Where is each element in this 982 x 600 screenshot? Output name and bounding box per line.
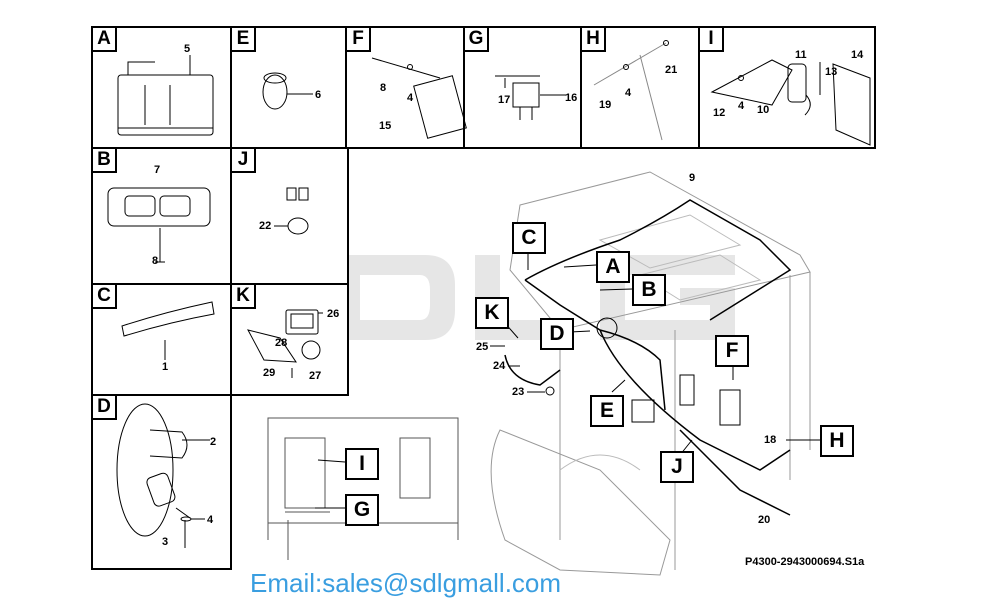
part-number: 8	[380, 82, 387, 94]
part-number-harness: 9	[689, 172, 696, 184]
panel-letter: H	[582, 28, 606, 52]
panel-letter: J	[232, 149, 256, 173]
part-number: 20	[758, 514, 771, 526]
callout-c: C	[512, 222, 546, 254]
part-number: 25	[476, 341, 489, 353]
callout-e: E	[590, 395, 624, 427]
email-watermark: Email:sales@sdlgmall.com	[250, 568, 562, 598]
callout-f: F	[715, 335, 749, 367]
callout-a: A	[596, 251, 630, 283]
part-number: 1	[162, 361, 169, 373]
panel-c: C 1	[91, 283, 232, 396]
panel-letter: I	[700, 28, 724, 52]
callout-i: I	[345, 448, 379, 480]
panel-k: K 26 28 29 27	[230, 283, 349, 396]
panel-h: H 19 4 21	[580, 26, 700, 149]
panel-i: I 11 14 13 12 4 10	[698, 26, 876, 149]
callout-j: J	[660, 451, 694, 483]
panel-letter: K	[232, 285, 256, 309]
callout-g: G	[345, 494, 379, 526]
part-number: 19	[599, 99, 612, 111]
panel-letter: A	[93, 28, 117, 52]
panel-e: E 6	[230, 26, 347, 149]
callout-k: K	[475, 297, 509, 329]
part-number: 15	[379, 120, 392, 132]
part-number: 17	[498, 94, 511, 106]
panel-letter: C	[93, 285, 117, 309]
panel-a: A 5	[91, 26, 232, 149]
part-number: 6	[315, 89, 322, 101]
part-number: 3	[162, 536, 169, 548]
part-number: 18	[764, 434, 777, 446]
panel-letter: D	[93, 396, 117, 420]
part-number: 23	[512, 386, 525, 398]
panel-b: B 7 8	[91, 147, 232, 285]
drawing-reference-caption: P4300-2943000694.S1a	[745, 556, 865, 568]
panel-letter: F	[347, 28, 371, 52]
part-number: 16	[565, 92, 578, 104]
callout-d: D	[540, 318, 574, 350]
part-number: 4	[625, 87, 632, 99]
part-number: 11	[795, 49, 807, 61]
panel-letter: B	[93, 149, 117, 173]
callout-b: B	[632, 274, 666, 306]
part-number: 22	[259, 220, 272, 232]
part-number: 14	[851, 49, 864, 61]
part-number: 4	[738, 100, 745, 112]
part-number: 2	[210, 436, 217, 448]
panel-d: D 2 4 3	[91, 394, 232, 570]
panel-f: F 8 4 15	[345, 26, 465, 149]
part-number: 10	[757, 104, 770, 116]
part-number: 26	[327, 308, 340, 320]
part-number: 13	[825, 66, 838, 78]
panel-letter: E	[232, 28, 256, 52]
part-number: 4	[407, 92, 414, 104]
part-number: 5	[184, 43, 191, 55]
part-number: 27	[309, 370, 322, 382]
callout-h: H	[820, 425, 854, 457]
part-number: 7	[154, 164, 161, 176]
panel-g: G 17 16	[463, 26, 582, 149]
part-number: 29	[263, 367, 276, 379]
part-number: 28	[275, 337, 288, 349]
panel-j: J 22	[230, 147, 349, 285]
part-number: 24	[493, 360, 506, 372]
part-number: 4	[207, 514, 214, 526]
panel-letter: G	[465, 28, 489, 52]
part-number: 8	[152, 255, 159, 267]
part-number: 12	[713, 107, 726, 119]
part-number: 21	[665, 64, 678, 76]
